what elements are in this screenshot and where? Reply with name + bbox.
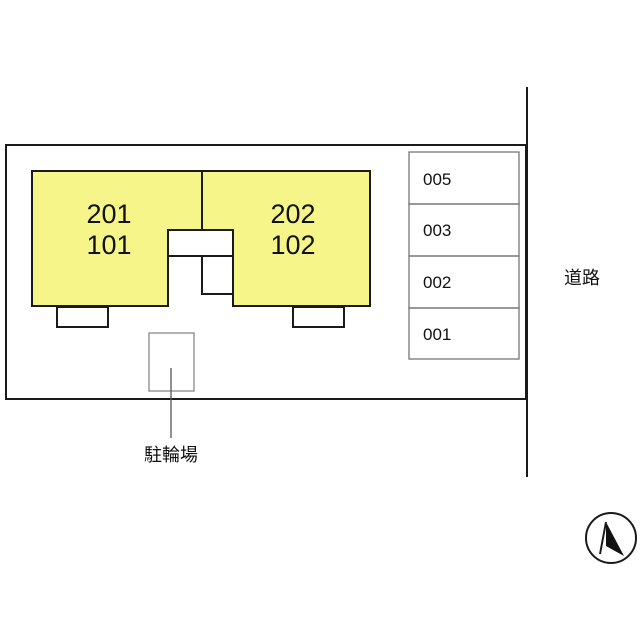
apartment-building: 201 101 202 102 bbox=[31, 170, 371, 328]
stair-column bbox=[201, 255, 234, 295]
parking-space bbox=[408, 307, 520, 360]
north-arrow-icon bbox=[585, 512, 637, 564]
unit-label-101: 101 bbox=[86, 230, 131, 260]
parking-area: 005 003 002 001 bbox=[408, 151, 520, 360]
road-label: 道路 bbox=[564, 268, 600, 289]
unit-label-102: 102 bbox=[270, 230, 315, 260]
parking-label-005: 005 bbox=[423, 170, 451, 189]
parking-label-003: 003 bbox=[423, 221, 451, 240]
balcony-right bbox=[292, 306, 345, 328]
stair-landing bbox=[167, 229, 234, 257]
parking-label-001: 001 bbox=[423, 325, 451, 344]
bicycle-parking-label: 駐輪場 bbox=[144, 445, 198, 466]
unit-label-201: 201 bbox=[86, 199, 131, 229]
balcony-left bbox=[56, 306, 109, 328]
parking-label-002: 002 bbox=[423, 273, 451, 292]
unit-label-202: 202 bbox=[270, 199, 315, 229]
